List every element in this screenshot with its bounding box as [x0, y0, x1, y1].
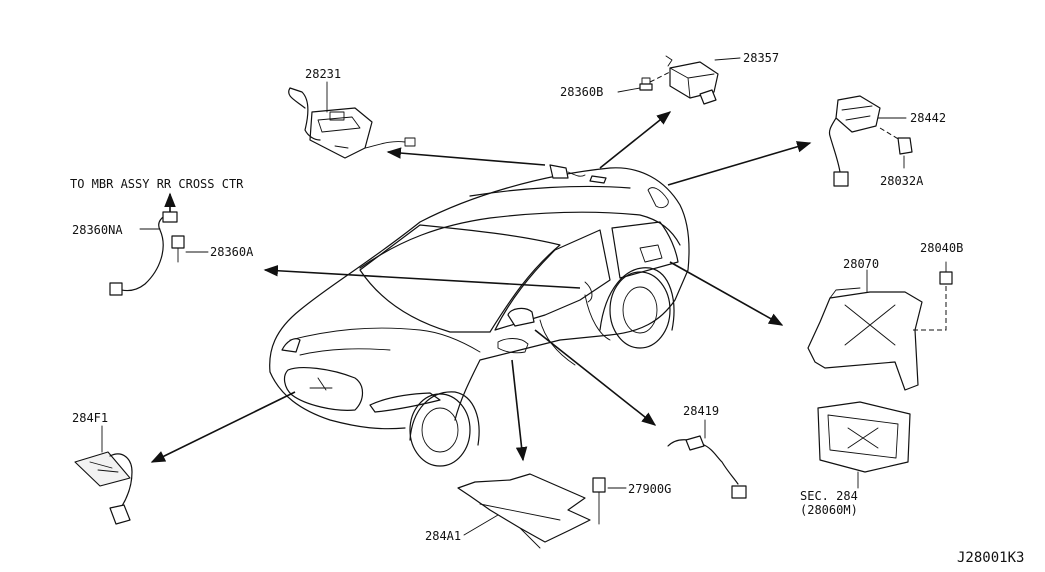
label-284F1: 284F1 [72, 411, 108, 425]
part-28360NA-drawing [109, 211, 209, 296]
part-28419-drawing [667, 419, 747, 499]
label-28360B: 28360B [560, 85, 603, 99]
part-28231-drawing [288, 81, 416, 159]
label-27900G: 27900G [628, 482, 671, 496]
label-28231: 28231 [305, 67, 341, 81]
label-28360NA: 28360NA [72, 223, 123, 237]
part-284A1-drawing [457, 473, 627, 549]
diagram-id: J28001K3 [957, 550, 1024, 566]
label-sec284-sub: (28060M) [800, 503, 858, 517]
label-sec284: SEC. 284 [800, 489, 858, 503]
label-28040B: 28040B [920, 241, 963, 255]
label-28032A: 28032A [880, 174, 924, 188]
label-284A1: 284A1 [425, 529, 461, 543]
label-28070: 28070 [843, 257, 879, 271]
label-28360A: 28360A [210, 245, 254, 259]
label-28419: 28419 [683, 404, 719, 418]
part-284F1-drawing [74, 425, 133, 525]
part-28070-drawing [807, 261, 953, 391]
label-28442: 28442 [910, 111, 946, 125]
part-28357-drawing [617, 55, 741, 105]
label-28357: 28357 [743, 51, 779, 65]
callout-arrows [150, 111, 812, 463]
vehicle-illustration [269, 164, 690, 467]
label-to-mbr-assy: TO MBR ASSY RR CROSS CTR [70, 177, 244, 191]
part-sec284-module-drawing [817, 401, 911, 489]
part-28442-drawing [828, 95, 913, 187]
